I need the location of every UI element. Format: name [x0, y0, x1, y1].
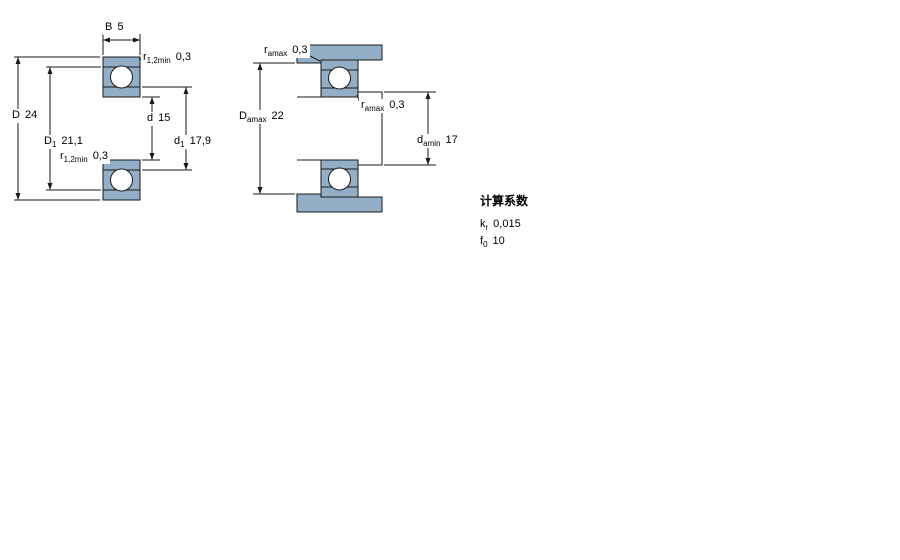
left-section-view [14, 34, 192, 201]
dim-da [384, 91, 436, 166]
ball-top [110, 65, 133, 89]
leader-ra-top [309, 55, 321, 62]
mounted-ball-bottom [328, 167, 351, 191]
dim-Da [253, 62, 295, 195]
dim-D1 [46, 66, 101, 191]
ball-bottom [110, 168, 133, 192]
right-mounting-view [253, 44, 436, 213]
dim-d1 [142, 86, 192, 171]
calculation-factors-heading: 计算系数 [480, 194, 529, 208]
shaft-outline [297, 91, 383, 166]
dim-B [102, 34, 141, 55]
dim-d [142, 96, 160, 161]
mounted-ball-top [328, 66, 351, 90]
dim-D [14, 56, 100, 201]
